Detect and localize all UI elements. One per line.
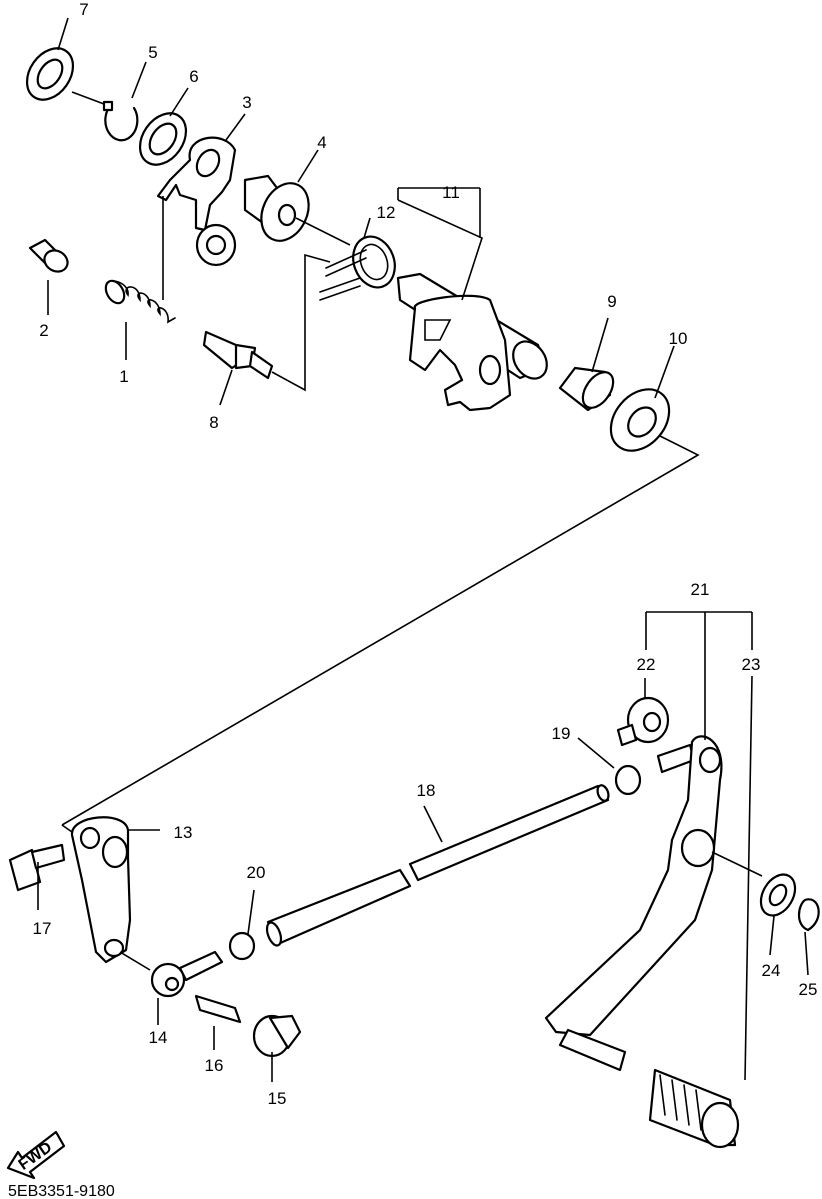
part-23-rubber xyxy=(648,1068,740,1149)
callout-11: 11 xyxy=(442,183,460,202)
part-7-washer xyxy=(25,47,75,101)
part-18-shift-rod xyxy=(265,784,610,947)
drawing-code: 5EB3351-9180 xyxy=(8,1183,115,1199)
callout-17: 17 xyxy=(33,919,52,938)
callout-20: 20 xyxy=(247,863,266,882)
part-8-bolt xyxy=(202,330,274,380)
part-1-spring xyxy=(104,279,176,324)
part-13-arm xyxy=(70,816,132,964)
part-21-shift-pedal xyxy=(544,735,723,1072)
callout-15: 15 xyxy=(268,1089,287,1108)
callout-22: 22 xyxy=(637,655,656,674)
callout-13: 13 xyxy=(174,823,193,842)
part-14-ball-joint xyxy=(150,950,224,998)
callout-2: 2 xyxy=(39,321,48,340)
part-12-spring xyxy=(319,235,396,301)
part-11-shift-shaft xyxy=(396,272,548,412)
part-22-joint xyxy=(616,696,696,774)
callout-5: 5 xyxy=(148,43,157,62)
callout-4: 4 xyxy=(317,133,326,152)
part-15-cap xyxy=(252,1014,302,1058)
part-6-washer xyxy=(138,112,188,166)
callout-7: 7 xyxy=(79,0,88,19)
callout-10: 10 xyxy=(669,329,688,348)
part-16-bolt xyxy=(194,994,242,1024)
fwd-arrow-icon: FWD xyxy=(6,1130,66,1180)
part-24-washer xyxy=(759,873,797,917)
callout-18: 18 xyxy=(417,781,436,800)
part-5-circlip xyxy=(102,100,139,142)
callout-23: 23 xyxy=(742,655,761,674)
part-3-stopper-lever xyxy=(156,136,237,267)
callout-25: 25 xyxy=(799,980,818,999)
part-2-pin xyxy=(28,238,69,273)
part-17-bolt xyxy=(8,843,66,892)
callout-9: 9 xyxy=(607,292,616,311)
callout-12: 12 xyxy=(377,203,396,222)
part-20-nut xyxy=(228,931,256,961)
part-25-clip xyxy=(797,898,820,932)
callout-3: 3 xyxy=(242,93,251,112)
part-10-oil-seal xyxy=(609,388,671,452)
callout-14: 14 xyxy=(149,1028,168,1047)
callout-6: 6 xyxy=(189,67,198,86)
callout-21: 21 xyxy=(691,580,710,599)
part-4-collar xyxy=(243,174,310,242)
callout-8: 8 xyxy=(209,413,218,432)
part-9-collar xyxy=(558,366,615,412)
callout-19: 19 xyxy=(552,724,571,743)
callout-16: 16 xyxy=(205,1056,224,1075)
callout-24: 24 xyxy=(762,961,781,980)
part-19-nut xyxy=(614,764,642,796)
callout-1: 1 xyxy=(119,367,128,386)
